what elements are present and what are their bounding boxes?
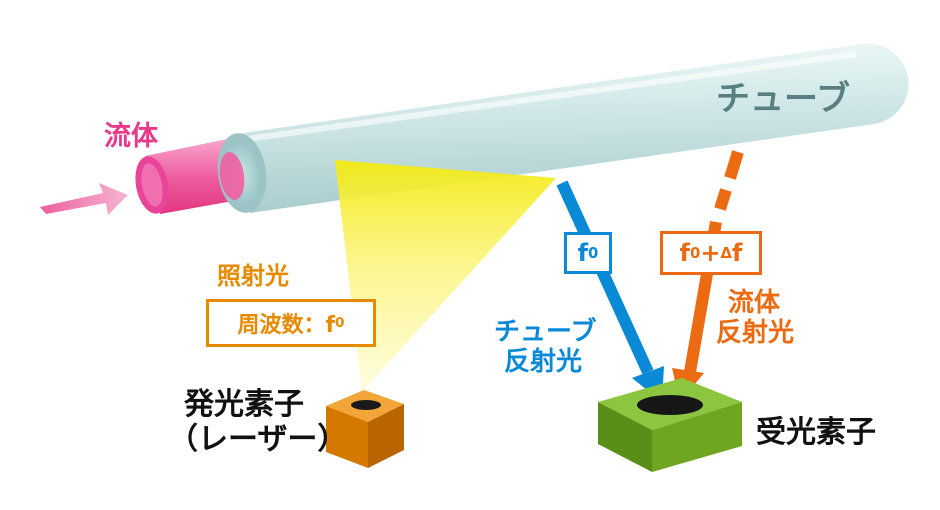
flow-in-arrow [40, 183, 128, 215]
shift-df: f [732, 239, 743, 267]
tube-reflected-label: チューブ 反射光 [494, 317, 597, 378]
tube-reflected-line2: 反射光 [504, 346, 583, 377]
shift-delta: Δ [720, 244, 733, 262]
shift-plus: + [700, 239, 721, 267]
emitter-cube [326, 390, 404, 468]
receiver-label: 受光素子 [756, 415, 876, 450]
f0-subscript: 0 [588, 244, 599, 262]
irradiation-beam [335, 160, 556, 392]
shift-subscript: 0 [689, 244, 701, 262]
fluid-reflected-line2: 反射光 [716, 317, 795, 348]
tube-reflected-line1: チューブ [494, 317, 597, 347]
f0-main: f [577, 239, 589, 267]
fluid-reflected-label: 流体 反射光 [716, 288, 795, 349]
frequency-text: 周波数：f [237, 313, 336, 338]
tube-label: チューブ [716, 79, 850, 119]
irradiation-light-label: 照射光 [217, 262, 289, 290]
fluid-reflected-line1: 流体 [728, 288, 781, 318]
fluid-label: 流体 [104, 121, 158, 152]
frequency-subscript: 0 [335, 315, 345, 331]
shift-f: f [679, 239, 690, 267]
emitter-label-line1: 発光素子 [184, 387, 304, 422]
emitter-label: 発光素子 （レーザー） [168, 387, 348, 457]
receiver-block [598, 378, 742, 472]
fluid-reflected-arrow [672, 150, 744, 402]
emitter-label-line2: （レーザー） [168, 421, 348, 457]
